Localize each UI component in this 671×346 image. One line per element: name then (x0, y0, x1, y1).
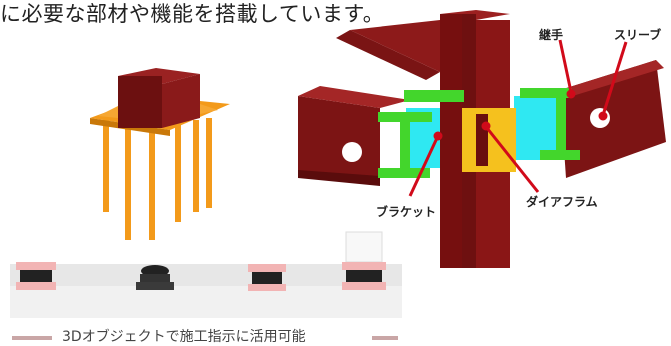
headline-text: に必要な部材や機能を搭載しています。 (0, 2, 385, 26)
bracket-label: ブラケット (376, 205, 437, 219)
column-base-illustration (90, 68, 230, 240)
caption-text: 3Dオブジェクトで施工指示に活用可能 (62, 329, 306, 345)
diaphragm-label: ダイアフラム (526, 195, 598, 209)
isolator-row-illustration (10, 231, 402, 318)
joint-label: 継手 (539, 28, 564, 42)
caption-right-rule (372, 336, 398, 340)
caption-left-rule (12, 336, 52, 340)
sleeve-label: スリーブ (614, 28, 662, 42)
beam-column-illustration (298, 10, 666, 268)
